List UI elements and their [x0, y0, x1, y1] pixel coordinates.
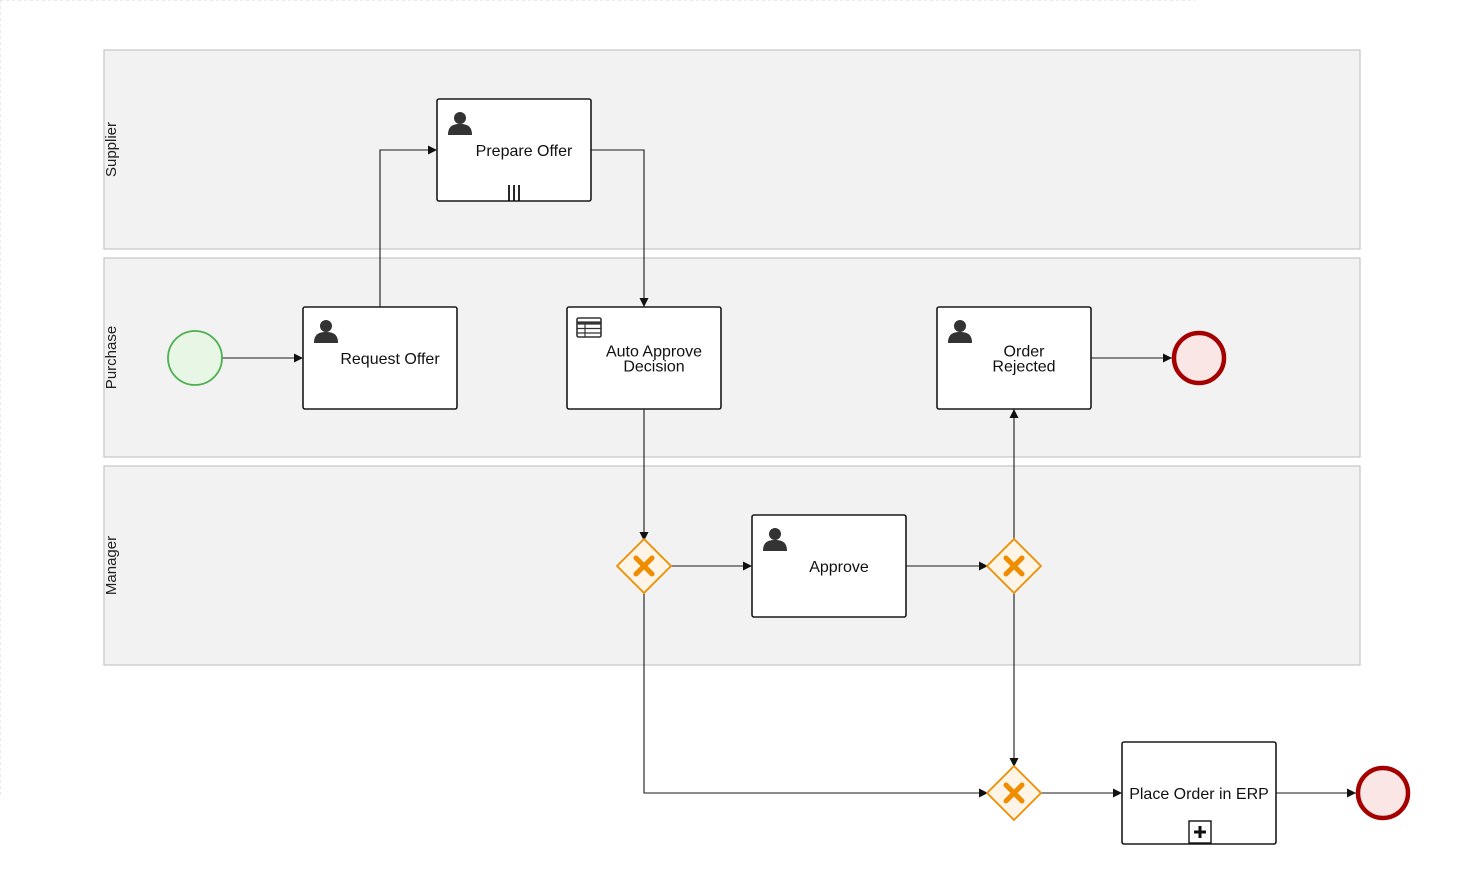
task-label: Order — [1004, 344, 1046, 361]
gateway-gw-approve[interactable] — [986, 538, 1042, 594]
task-label: Prepare Offer — [476, 143, 573, 160]
lane-supplier[interactable]: Supplier — [103, 49, 1361, 250]
end-event-end-ordered[interactable] — [1355, 765, 1411, 821]
gateway-gw-merge[interactable] — [986, 765, 1042, 821]
exclusive-x-icon — [1003, 782, 1025, 804]
user-icon — [314, 320, 338, 343]
user-icon — [448, 112, 472, 135]
task-box[interactable] — [751, 514, 907, 618]
task-label: Decision — [623, 359, 684, 376]
parallel-multi-instance-marker — [508, 185, 520, 201]
task-box[interactable] — [1121, 741, 1277, 845]
exclusive-x-icon — [1003, 555, 1025, 577]
flow-request-to-prepare[interactable] — [379, 145, 437, 307]
task-box[interactable] — [302, 306, 458, 410]
end-event-end-rejected[interactable] — [1171, 330, 1227, 386]
task-request-offer[interactable]: Request Offer — [302, 306, 458, 410]
task-approve[interactable]: Approve — [751, 514, 907, 618]
flow-prepare-to-auto[interactable] — [591, 149, 649, 307]
start-event-start[interactable] — [167, 330, 223, 386]
task-label: Approve — [809, 559, 869, 576]
task-label: Rejected — [992, 359, 1055, 376]
task-label: Place Order in ERP — [1129, 786, 1269, 803]
sequence-flows — [222, 145, 1356, 798]
table-icon — [576, 317, 602, 338]
lane-supplier-body[interactable] — [103, 49, 1361, 250]
user-icon — [763, 528, 787, 551]
task-box[interactable] — [566, 306, 722, 410]
task-label: Auto Approve — [606, 344, 702, 361]
task-box[interactable] — [936, 306, 1092, 410]
lane-label-purchase: Purchase — [103, 326, 120, 389]
collapsed-subprocess-marker[interactable] — [1188, 820, 1212, 844]
task-prepare-offer[interactable]: Prepare Offer — [436, 98, 592, 202]
user-icon — [948, 320, 972, 343]
lane-label-manager: Manager — [103, 536, 120, 595]
gateway-gw-decision[interactable] — [616, 538, 672, 594]
task-label: Request Offer — [340, 351, 440, 368]
exclusive-x-icon — [633, 555, 655, 577]
lane-label-supplier: Supplier — [103, 122, 120, 177]
flow-gw-decision-to-merge[interactable] — [643, 592, 988, 798]
task-place-order[interactable]: Place Order in ERP — [1121, 741, 1277, 845]
